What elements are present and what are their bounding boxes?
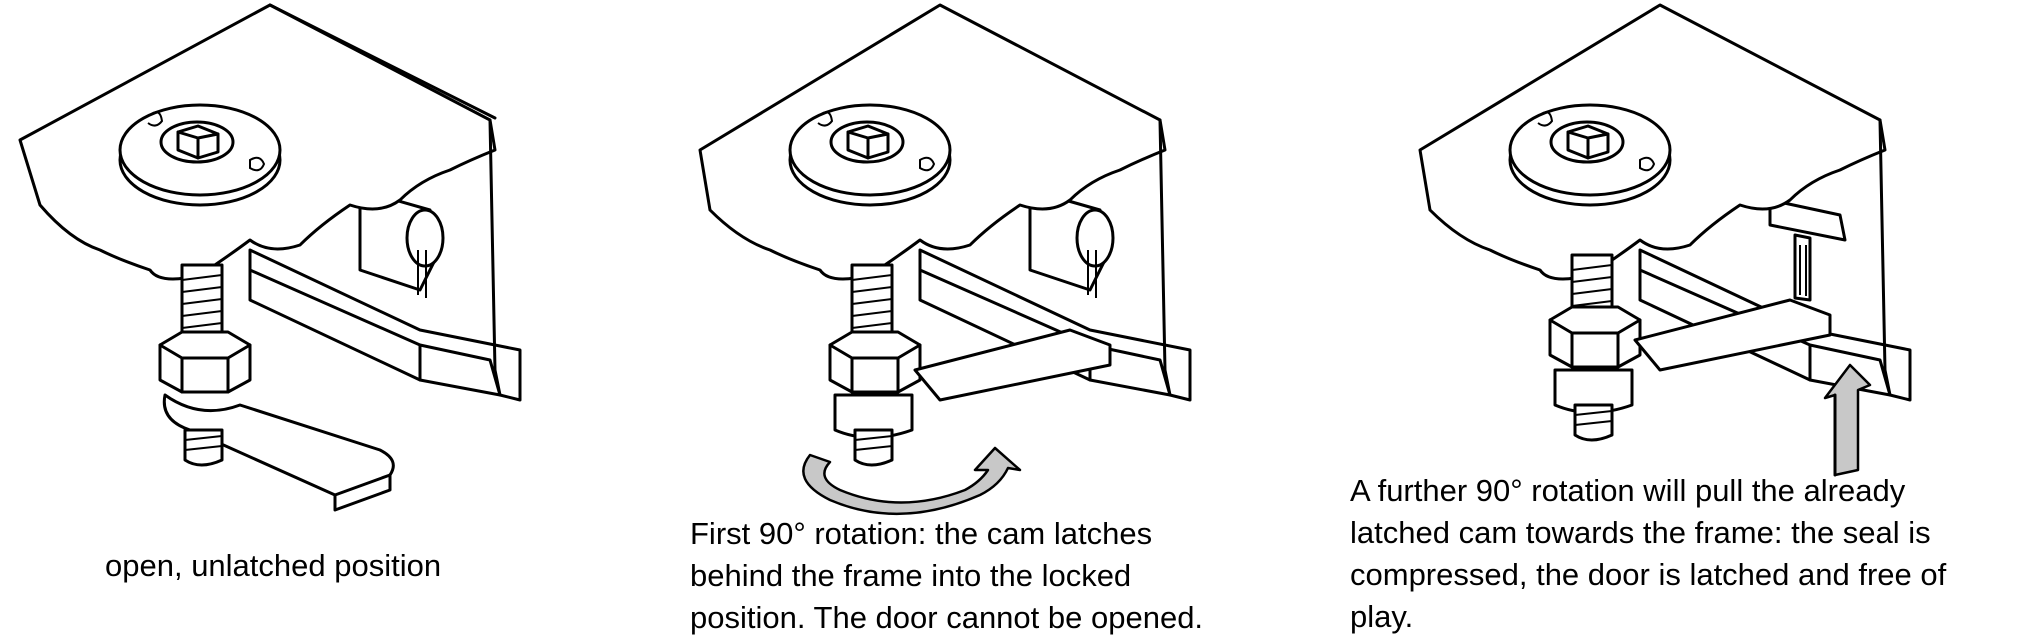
upward-arrow-icon <box>1823 363 1872 477</box>
latch-clip <box>1028 188 1115 298</box>
caption-line: First 90° rotation: the cam latches <box>690 516 1153 551</box>
step-2-caption: First 90° rotation: the cam latches behi… <box>690 513 1203 639</box>
cam-arm <box>162 393 395 512</box>
latch-clip <box>358 188 445 298</box>
lock-washer <box>1508 103 1672 207</box>
caption-line: open, unlatched position <box>105 548 442 583</box>
rotation-arrow-icon <box>802 446 1022 516</box>
cam-arm <box>1553 298 1832 442</box>
caption-line: compressed, the door is latched and free… <box>1350 557 1947 592</box>
caption-line: behind the frame into the locked <box>690 558 1132 593</box>
hex-nut <box>1548 305 1642 369</box>
hex-nut <box>158 330 252 394</box>
step-3-illustration <box>1418 3 1912 477</box>
step-2-panel: First 90° rotation: the cam latches behi… <box>690 0 1310 638</box>
step-1-caption: open, unlatched position <box>105 545 441 587</box>
caption-line: position. The door cannot be opened. <box>690 600 1204 635</box>
step-1-panel: open, unlatched position <box>0 0 640 638</box>
caption-line: latched cam towards the frame: the seal … <box>1350 515 1931 550</box>
step-3-panel: A further 90° rotation will pull the alr… <box>1340 0 2020 638</box>
step-2-illustration <box>698 3 1192 516</box>
caption-line: play. <box>1350 599 1414 634</box>
lock-washer <box>118 103 282 207</box>
hex-nut <box>828 330 922 394</box>
latch-clip <box>1768 198 1847 302</box>
caption-line: A further 90° rotation will pull the alr… <box>1350 473 1906 508</box>
cam-arm <box>833 328 1112 467</box>
step-3-caption: A further 90° rotation will pull the alr… <box>1350 470 1946 638</box>
step-1-illustration <box>18 3 522 512</box>
lock-washer <box>788 103 952 207</box>
